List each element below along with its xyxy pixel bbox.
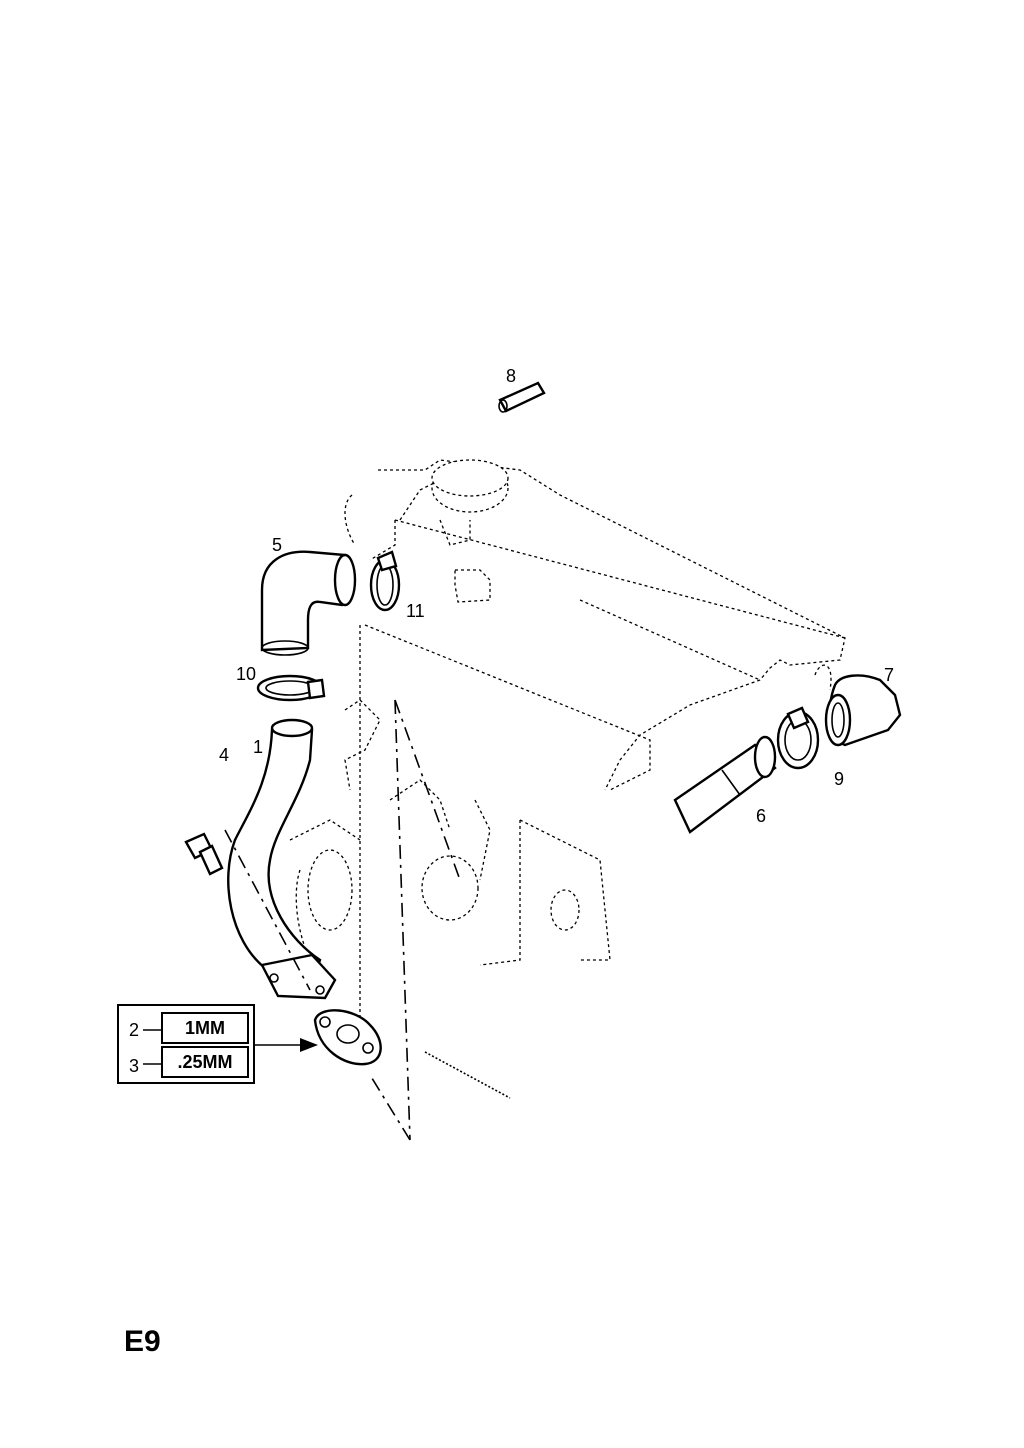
part-9-hose-clamp: [776, 706, 820, 770]
part-5-elbow-hose: [260, 550, 357, 656]
callout-1: 1: [253, 737, 263, 757]
part-11-hose-clamp: [369, 550, 401, 612]
engine-block-outline: [289, 459, 846, 1065]
filler-cap: [431, 459, 509, 497]
part-6-hose: [673, 735, 777, 834]
part-4-bolt: [184, 832, 224, 876]
callout-9: 9: [834, 769, 844, 789]
part-8-pin: [498, 381, 546, 413]
callout-10: 10: [236, 664, 256, 684]
part-1-coolant-pipe: [227, 718, 337, 1000]
page-code: E9: [124, 1325, 161, 1358]
table-size-1mm: 1MM: [185, 1018, 225, 1038]
callout-5: 5: [272, 535, 282, 555]
part-10-hose-clamp: [256, 674, 326, 702]
callout-8: 8: [506, 366, 516, 386]
part-7-outlet-fitting: [824, 674, 902, 747]
callout-4: 4: [219, 745, 229, 765]
gasket-thickness-table: 2 3 1MM .25MM: [117, 1004, 255, 1084]
callout-7: 7: [884, 665, 894, 685]
table-ref-3: 3: [129, 1056, 139, 1076]
table-ref-2: 2: [129, 1020, 139, 1040]
callout-11: 11: [406, 601, 425, 621]
callout-6: 6: [756, 806, 766, 826]
gasket: [313, 1009, 382, 1066]
table-size-025mm: .25MM: [177, 1052, 232, 1072]
table-to-gasket-arrow: [253, 1038, 318, 1052]
assembly-centerlines: [224, 699, 511, 1141]
